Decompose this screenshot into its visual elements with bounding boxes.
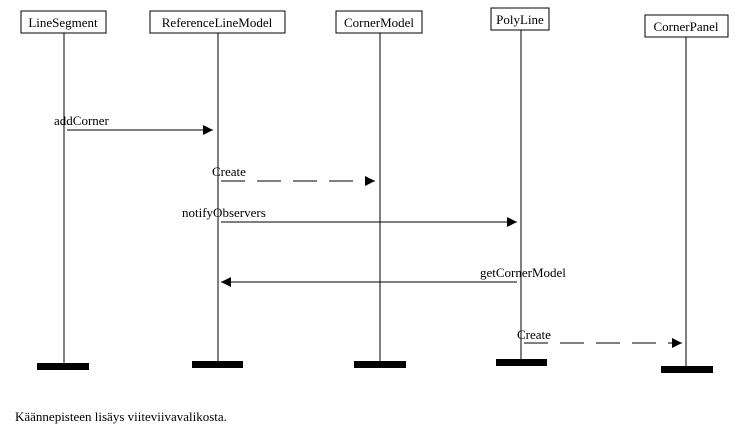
- participant-label: LineSegment: [28, 15, 98, 30]
- participant-cornerpanel: CornerPanel: [644, 14, 729, 373]
- participant-label: CornerPanel: [654, 19, 719, 34]
- participant-box: [644, 14, 729, 38]
- message-addcorner: addCorner: [54, 113, 213, 135]
- message-label: notifyObservers: [182, 205, 266, 220]
- participant-linesegment: LineSegment: [20, 10, 107, 370]
- participant-box: [20, 10, 107, 34]
- participant-label: ReferenceLineModel: [162, 15, 273, 30]
- message-label: addCorner: [54, 113, 110, 128]
- participant-cornermodel: CornerModel: [335, 10, 423, 368]
- lifeline-end-bar: [37, 363, 89, 370]
- participant-label: PolyLine: [496, 12, 544, 27]
- lifeline-end-bar: [496, 359, 547, 366]
- participant-label: CornerModel: [344, 15, 414, 30]
- participant-referencelinemodel: ReferenceLineModel: [149, 10, 286, 368]
- message-getcornermodel: getCornerModel: [221, 265, 566, 287]
- message-create-cornerpanel: Create: [517, 327, 682, 348]
- message-label: Create: [212, 164, 246, 179]
- lifeline-end-bar: [354, 361, 406, 368]
- lifeline-end-bar: [192, 361, 243, 368]
- lifeline-end-bar: [661, 366, 713, 373]
- participant-box: [490, 7, 550, 31]
- message-label: getCornerModel: [480, 265, 566, 280]
- participant-box: [149, 10, 286, 34]
- message-label: Create: [517, 327, 551, 342]
- participant-polyline: PolyLine: [490, 7, 550, 366]
- figure-caption: Käännepisteen lisäys viiteviivavalikosta…: [15, 409, 227, 424]
- message-create-cornermodel: Create: [212, 164, 375, 186]
- message-notifyobservers: notifyObservers: [182, 205, 517, 227]
- participant-box: [335, 10, 423, 34]
